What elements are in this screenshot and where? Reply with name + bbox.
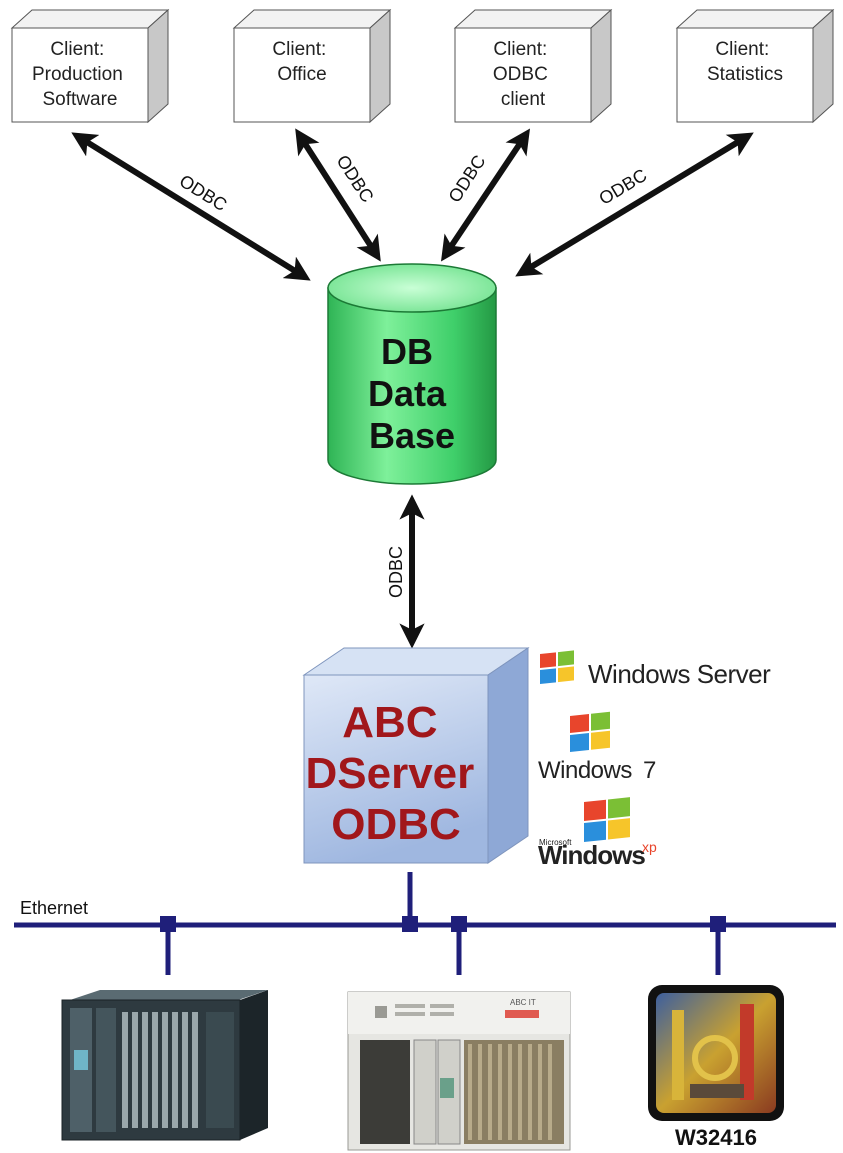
windows-7-logo: Windows 7: [538, 711, 656, 784]
rack-pc-device-image: ABC IT: [347, 991, 571, 1151]
ethernet-label: Ethernet: [20, 898, 88, 918]
svg-text:Client: Production: Client: Production Software: [32, 39, 128, 110]
client-label-line: Production: [32, 64, 123, 85]
svg-text:DB Data Base: DB Data Base: [368, 331, 456, 456]
client-label-line: Software: [43, 89, 118, 110]
odbc-label: ODBC: [386, 546, 406, 598]
client-box-production: Client: Production Software: [10, 8, 170, 124]
svg-text:Client: Office: Client: Office: [272, 39, 331, 85]
server-label-line: ODBC: [331, 800, 461, 849]
database-cylinder: DB Data Base: [327, 263, 497, 485]
rack-brand-label: ABC IT: [510, 998, 536, 1007]
svg-text:Client: Statistics: Client: Statistics: [707, 39, 783, 85]
client-label-line: Client:: [50, 39, 104, 60]
network-junction: [160, 916, 176, 932]
device-caption: W32416: [675, 1125, 757, 1150]
client-box-statistics: Client: Statistics: [675, 8, 835, 124]
plc-device-image: [61, 990, 268, 1141]
windows-7-version: 7: [643, 757, 656, 784]
w32416-device-image: W32416: [648, 985, 784, 1150]
db-label-line: DB: [381, 331, 433, 372]
client-label-line: Client:: [493, 39, 547, 60]
windows-xp-microsoft-text: Microsoft: [539, 838, 572, 847]
windows-server-text: Windows Server: [588, 659, 771, 689]
svg-text:Client: ODBC clien: Client: ODBC client: [493, 39, 553, 110]
client-label-line: Client:: [715, 39, 769, 60]
client-label-line: Statistics: [707, 64, 783, 85]
db-label-line: Data: [368, 373, 447, 414]
odbc-label: ODBC: [176, 171, 231, 216]
odbc-arrow-odbc-client: [440, 128, 531, 262]
network-junction: [402, 916, 418, 932]
client-box-office: Client: Office: [232, 8, 392, 124]
ethernet-network: Ethernet: [14, 872, 836, 975]
network-junction: [451, 916, 467, 932]
server-label-line: ABC: [342, 698, 437, 747]
odbc-arrow-production: [71, 132, 311, 281]
network-junction: [710, 916, 726, 932]
windows-server-logo: Windows Server: [540, 650, 772, 689]
windows-xp-logo: Microsoft Windows xp: [538, 797, 657, 870]
windows-7-text: Windows: [538, 757, 632, 784]
client-label-line: Client:: [272, 39, 326, 60]
odbc-arrow-office: [295, 128, 381, 262]
svg-text:ABC DServer ODBC: ABC DServer ODBC: [305, 698, 486, 849]
server-cube: ABC DServer ODBC: [302, 647, 530, 864]
windows-xp-suffix: xp: [642, 839, 657, 855]
odbc-arrow-statistics: [515, 132, 754, 277]
db-label-line: Base: [369, 415, 455, 456]
client-box-odbc: Client: ODBC client: [453, 8, 613, 124]
client-label-line: ODBC: [493, 64, 548, 85]
windows-flag-icon: [584, 797, 630, 842]
client-label-line: client: [501, 89, 546, 110]
windows-flag-icon: [540, 650, 574, 684]
server-label-line: DServer: [305, 749, 474, 798]
windows-xp-text: Windows: [538, 840, 645, 870]
windows-flag-icon: [570, 711, 610, 752]
client-label-line: Office: [277, 64, 326, 85]
